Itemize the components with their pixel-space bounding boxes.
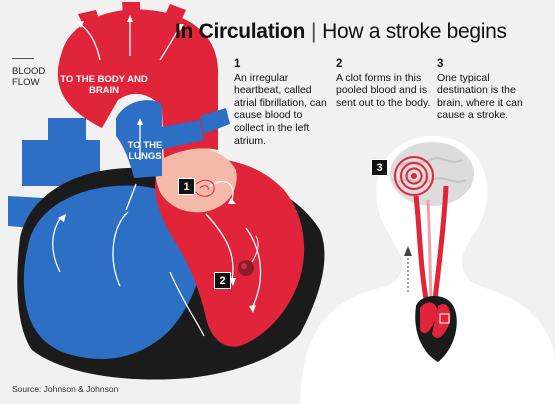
right-heart-chambers: [23, 185, 202, 359]
step-3-number: 3: [437, 58, 444, 70]
blood-clot: [238, 235, 259, 276]
step-3-text: One typical destination is the brain, wh…: [437, 71, 523, 122]
aorta: [57, 9, 219, 158]
pooled-blood: [195, 179, 215, 197]
label-to-lungs: TO THE LUNGS: [127, 140, 163, 162]
left-atrium-pooled: [155, 146, 237, 213]
step-2-text: A clot forms in this pooled blood and is…: [336, 71, 431, 109]
marker-1-badge: 1: [178, 178, 195, 195]
step-1-number: 1: [234, 58, 241, 70]
blood-flow-legend: BLOOD FLOW: [12, 66, 46, 88]
stroke-target-icon: [394, 156, 434, 196]
title-separator: |: [310, 20, 317, 43]
title-subtitle: How a stroke begins: [322, 20, 507, 43]
step-1: 1 An irregular heartbeat, called atrial …: [234, 58, 329, 147]
pulmonary-artery: [116, 100, 162, 178]
label-to-body-brain: TO THE BODY AND BRAIN: [60, 74, 148, 96]
blood-flow-legend-line: [12, 58, 34, 59]
step-1-text: An irregular heartbeat, called atrial fi…: [234, 71, 327, 147]
step-2-number: 2: [336, 58, 343, 70]
marker-3-badge: 3: [371, 159, 388, 176]
marker-2-badge: 2: [214, 272, 231, 289]
superior-vena-cava: [22, 140, 100, 186]
source-credit: Source: Johnson & Johnson: [12, 384, 119, 394]
body-silhouette: [300, 136, 555, 404]
page-title: In Circulation|How a stroke begins: [175, 20, 507, 44]
title-main: In Circulation: [175, 20, 305, 43]
step-2: 2 A clot forms in this pooled blood and …: [336, 58, 434, 109]
step-3: 3 One typical destination is the brain, …: [437, 58, 533, 122]
small-heart: [415, 295, 457, 362]
